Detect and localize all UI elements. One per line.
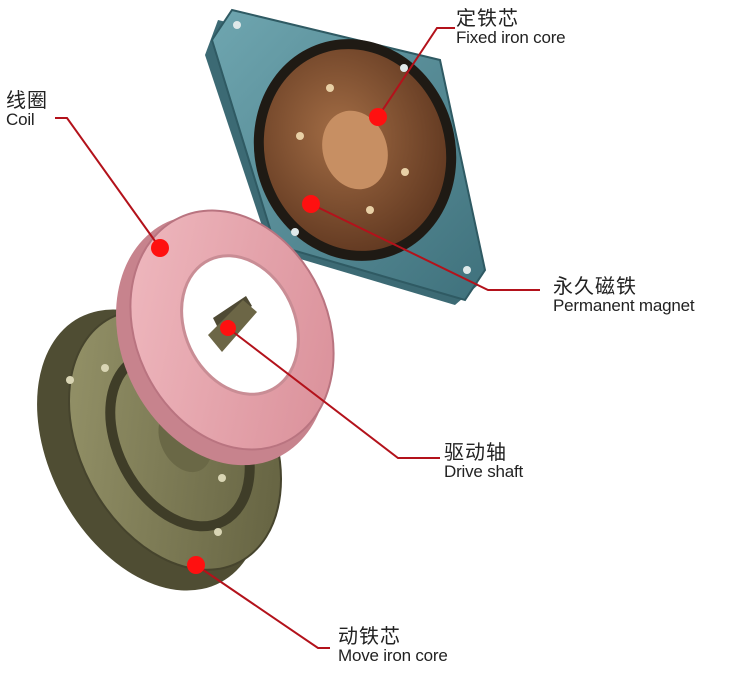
leader-fixed-core — [377, 27, 455, 118]
marker-magnet — [302, 195, 320, 213]
leader-magnet — [310, 203, 540, 291]
label-magnet-zh: 永久磁铁 — [553, 274, 637, 298]
move-core-pin — [214, 528, 222, 536]
leader-shaft — [227, 327, 440, 459]
mount-hole — [233, 21, 241, 29]
leader-lines — [55, 27, 540, 649]
marker-fixed-core — [369, 108, 387, 126]
label-move-core-zh: 动铁芯 — [338, 624, 401, 648]
label-shaft-en: Drive shaft — [444, 462, 524, 481]
mount-hole — [400, 64, 408, 72]
label-fixed-core-zh: 定铁芯 — [456, 6, 519, 30]
label-shaft-zh: 驱动轴 — [444, 440, 507, 464]
label-move-core-en: Move iron core — [338, 646, 448, 665]
leader-move-core — [195, 564, 330, 649]
marker-coil — [151, 239, 169, 257]
mount-hole — [463, 266, 471, 274]
move-core-pin — [66, 376, 74, 384]
move-core-pin — [101, 364, 109, 372]
marker-shaft — [220, 320, 236, 336]
label-coil-zh: 线圈 — [6, 88, 48, 112]
markers — [151, 108, 387, 574]
label-coil-en: Coil — [6, 110, 35, 129]
label-move-core: 动铁芯 Move iron core — [338, 626, 448, 665]
label-coil: 线圈 Coil — [6, 90, 48, 129]
mount-hole — [291, 228, 299, 236]
label-fixed-core: 定铁芯 Fixed iron core — [456, 6, 566, 47]
fixed-core-pin — [401, 168, 409, 176]
fixed-core-pin — [296, 132, 304, 140]
fixed-core-pin — [366, 206, 374, 214]
label-magnet: 永久磁铁 Permanent magnet — [553, 274, 695, 315]
label-shaft: 驱动轴 Drive shaft — [444, 442, 523, 481]
leader-coil — [55, 117, 161, 249]
move-core-pin — [218, 474, 226, 482]
label-magnet-en: Permanent magnet — [553, 296, 695, 315]
marker-move-core — [187, 556, 205, 574]
fixed-core-center — [322, 110, 388, 190]
label-fixed-core-en: Fixed iron core — [456, 28, 566, 47]
fixed-core-pin — [326, 84, 334, 92]
